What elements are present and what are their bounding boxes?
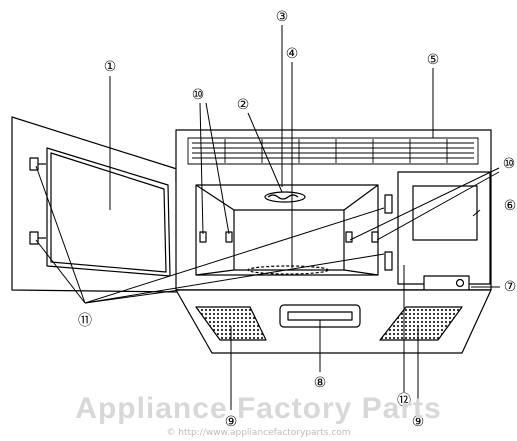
callout-4: ④	[286, 46, 299, 62]
callout-9-right: ⑨	[412, 414, 425, 430]
callout-5: ⑤	[427, 52, 440, 68]
watermark-url: © http://www.appliancefactoryparts.com	[166, 428, 351, 438]
watermark-text: Appliance Factory Parts	[75, 392, 442, 425]
callout-7: ⑦	[504, 279, 517, 295]
control-panel	[397, 171, 491, 291]
door	[11, 116, 182, 293]
callout-10-left: ⑩	[192, 87, 205, 103]
light-cover	[264, 191, 306, 203]
callout-11: ⑪	[78, 313, 92, 329]
cooktop-light	[279, 304, 361, 328]
callout-1: ①	[104, 59, 117, 75]
callout-2: ②	[237, 97, 250, 113]
callout-labels: ① ② ③ ④ ⑤ ⑥ ⑦ ⑧ ⑨ ⑨ ⑩ ⑩ ⑪ ⑫	[78, 9, 516, 430]
callout-10-right: ⑩	[503, 156, 516, 172]
callout-8: ⑧	[314, 375, 327, 391]
callout-6: ⑥	[504, 198, 517, 214]
vent-grille	[187, 137, 479, 165]
callout-12: ⑫	[397, 393, 411, 409]
leader-lines	[35, 25, 500, 410]
callout-9-left: ⑨	[225, 414, 238, 430]
callout-3: ③	[276, 9, 289, 25]
grease-filter-left	[195, 306, 267, 341]
grease-filter-right	[379, 306, 463, 341]
